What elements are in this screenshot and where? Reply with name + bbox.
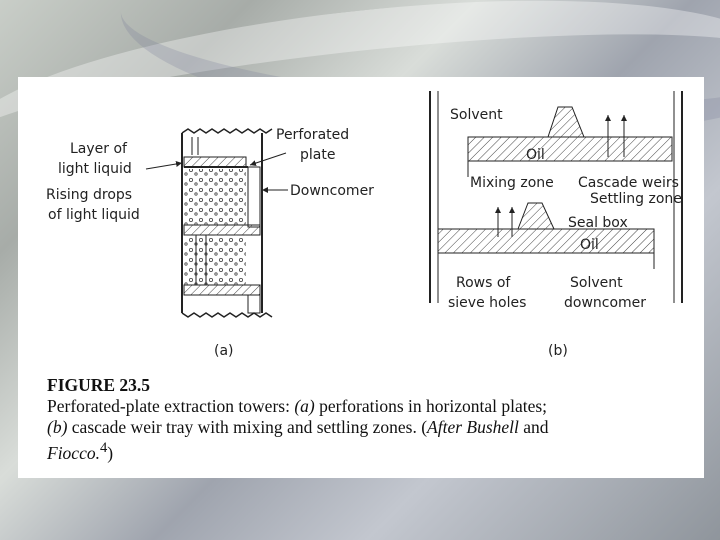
- caption-line: Fiocco.4): [47, 438, 687, 464]
- caption-text: cascade weir tray with mixing and settli…: [67, 417, 428, 437]
- figure-title: FIGURE 23.5: [47, 375, 151, 395]
- caption-ref: After Bushell: [427, 417, 519, 437]
- label-layer: Layer of: [70, 141, 128, 157]
- caption-text: perforations in horizontal plates;: [314, 396, 548, 416]
- label-layer: light liquid: [58, 161, 132, 177]
- sublabel-b: (b): [548, 343, 568, 359]
- tower-a-labels: Layer of light liquid Rising drops of li…: [46, 127, 374, 359]
- caption-line: Perforated-plate extraction towers: (a) …: [47, 396, 687, 417]
- label-rising: Rising drops: [46, 187, 132, 203]
- label-oil-bottom: Oil: [580, 237, 599, 253]
- caption-line: (b) cascade weir tray with mixing and se…: [47, 417, 687, 438]
- label-downcomer: Downcomer: [290, 183, 374, 199]
- caption-text: and: [518, 417, 549, 437]
- figure-diagram: Layer of light liquid Rising drops of li…: [46, 91, 683, 359]
- label-rows: sieve holes: [448, 295, 526, 311]
- label-solvent-down: downcomer: [564, 295, 646, 311]
- label-perforated: plate: [300, 147, 335, 163]
- label-mixing-zone: Mixing zone: [470, 175, 554, 191]
- label-cascade-weirs: Cascade weirs: [578, 175, 679, 191]
- caption-ref: Fiocco.: [47, 442, 100, 463]
- caption-superscript: 4: [99, 440, 108, 456]
- label-solvent-down: Solvent: [570, 275, 623, 291]
- caption-text: ): [107, 442, 114, 463]
- label-rising: of light liquid: [48, 207, 140, 223]
- label-seal-box: Seal box: [568, 215, 628, 231]
- caption-text: Perforated-plate extraction towers:: [47, 396, 295, 416]
- label-solvent-top: Solvent: [450, 107, 503, 123]
- label-settling-zone: Settling zone: [590, 191, 682, 207]
- figure-caption: FIGURE 23.5 Perforated-plate extraction …: [47, 375, 687, 464]
- sublabel-a: (a): [214, 343, 234, 359]
- label-perforated: Perforated: [276, 127, 349, 143]
- label-oil-top: Oil: [526, 147, 545, 163]
- caption-tag: (b): [47, 417, 68, 437]
- tower-a: [181, 128, 273, 318]
- tower-b: [429, 91, 683, 303]
- tower-b-labels: Solvent Oil Mixing zone Cascade weirs Se…: [448, 107, 682, 359]
- label-rows: Rows of: [456, 275, 511, 291]
- caption-tag: (a): [294, 396, 315, 416]
